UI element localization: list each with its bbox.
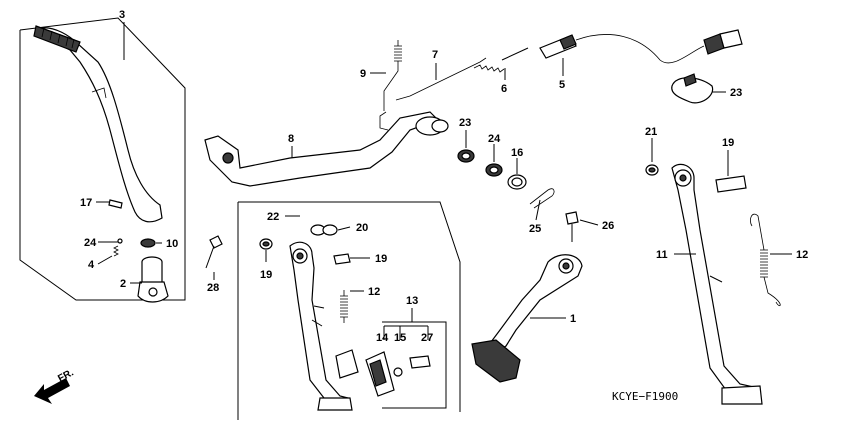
callout-13: 13 [406, 295, 418, 307]
callout-19-right: 21 [645, 126, 657, 138]
callout-5: 5 [559, 79, 565, 91]
callout-22: 23 [730, 87, 742, 99]
callout-labels: 3 17 24 10 4 2 28 9 7 6 5 23 8 23 24 16 … [80, 9, 808, 344]
callout-1: 1 [570, 313, 576, 325]
callout-16: 16 [511, 147, 523, 159]
side-stand-group [237, 201, 461, 420]
callout-23-lower: 24 [488, 133, 501, 145]
callout-12-left: 12 [368, 286, 380, 298]
callout-17: 17 [80, 197, 92, 209]
callout-25: 26 [602, 220, 614, 232]
callout-10: 10 [166, 238, 178, 250]
front-direction-arrow: FR. [34, 367, 76, 404]
callout-14: 14 [376, 332, 389, 344]
main-stand-group [645, 163, 781, 405]
diagram-code: KCYE−F1900 [612, 390, 678, 403]
direction-label: FR. [56, 367, 76, 384]
leader-lines [96, 22, 792, 340]
callout-28: 28 [207, 282, 219, 294]
callout-15: 15 [394, 332, 406, 344]
callout-19-left: 19 [260, 269, 272, 281]
callout-8: 8 [288, 133, 294, 145]
callout-4: 4 [88, 259, 95, 271]
callout-26: 27 [421, 332, 433, 344]
callout-20: 20 [356, 222, 368, 234]
callout-27: 24 [84, 237, 97, 249]
callout-2: 2 [120, 278, 126, 290]
callout-7: 7 [432, 49, 438, 61]
callout-21: 22 [267, 211, 279, 223]
callout-18-right: 19 [722, 137, 734, 149]
callout-3: 3 [119, 9, 125, 21]
callout-18-left: 19 [375, 253, 387, 265]
callout-23-upper: 23 [459, 117, 471, 129]
callout-24: 25 [529, 223, 541, 235]
callout-12-right: 12 [796, 249, 808, 261]
callout-9: 9 [360, 68, 366, 80]
callout-6: 6 [501, 83, 507, 95]
kick-starter-group [19, 17, 223, 303]
gear-shift-pedal [471, 211, 583, 383]
callout-11: 11 [656, 249, 668, 261]
brake-pedal-group [204, 29, 743, 209]
